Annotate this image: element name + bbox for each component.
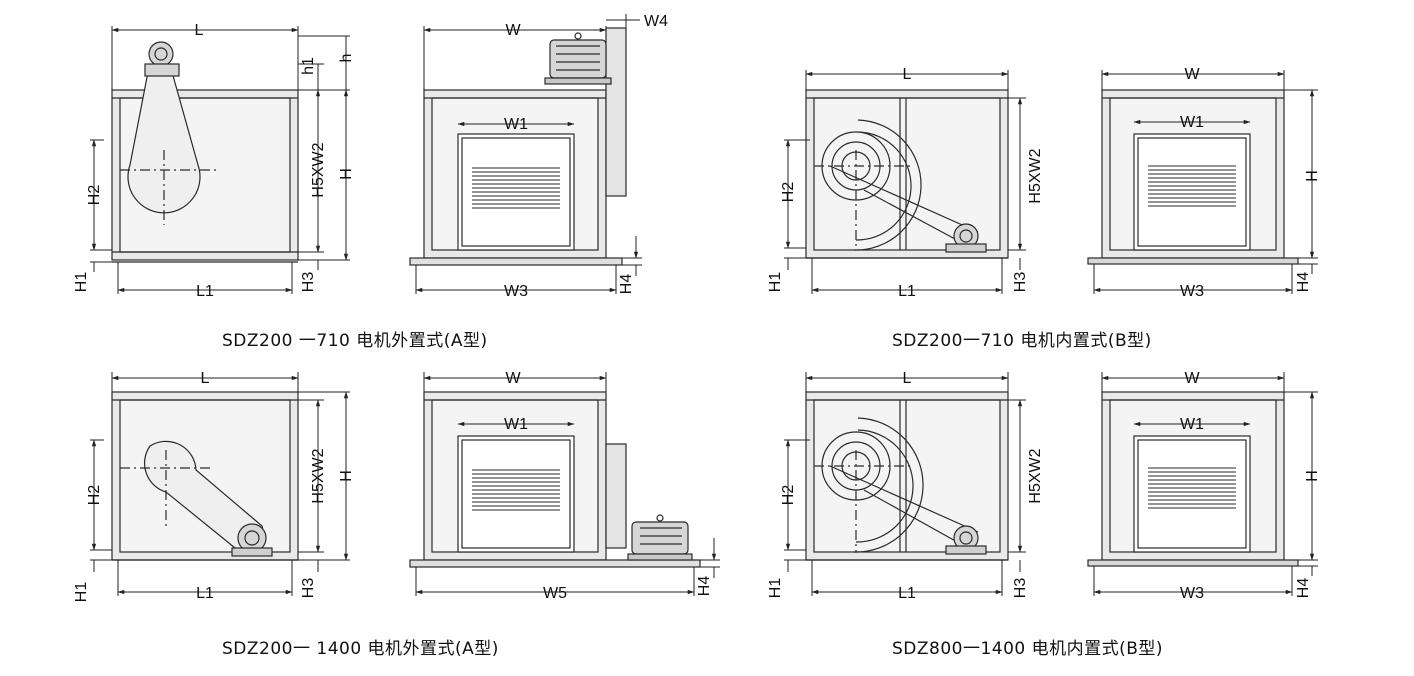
caption-top-right: SDZ200一710 电机内置式(B型) bbox=[892, 331, 1152, 351]
label-W1-br: W1 bbox=[1180, 416, 1204, 433]
label-H1-tl: H1 bbox=[73, 272, 90, 293]
view-tl-front-a710 bbox=[409, 27, 627, 266]
label-W3-br: W3 bbox=[1180, 585, 1204, 602]
label-H4-bl: H4 bbox=[696, 576, 713, 597]
label-W-tl: W bbox=[505, 22, 521, 39]
label-W1-bl: W1 bbox=[504, 416, 528, 433]
label-H-bl: H bbox=[338, 470, 355, 482]
dims-tr-side bbox=[784, 70, 1026, 294]
caption-bottom-left: SDZ200一 1400 电机外置式(A型) bbox=[222, 639, 499, 659]
grille-tl bbox=[472, 167, 560, 209]
label-L1-tl: L1 bbox=[196, 283, 214, 300]
label-h1-tl: h1 bbox=[300, 57, 317, 75]
label-H2-bl: H2 bbox=[86, 485, 103, 506]
dims-br-front bbox=[1093, 372, 1318, 596]
label-L-tr: L bbox=[903, 66, 912, 83]
label-H5XW2-tr: H5XW2 bbox=[1027, 148, 1044, 203]
label-H3-br: H3 bbox=[1012, 578, 1029, 599]
label-L1-br: L1 bbox=[898, 585, 916, 602]
label-H3-tr: H3 bbox=[1012, 272, 1029, 293]
label-H4-br: H4 bbox=[1295, 578, 1312, 599]
dims-br-side bbox=[784, 372, 1026, 596]
label-H-tr: H bbox=[1304, 170, 1321, 182]
dims-tl-front bbox=[415, 14, 642, 294]
dims-bl-side bbox=[90, 372, 350, 596]
dimension-labels: L L1 H2 H1 H3 H5XW2 H h1 h W W4 W1 W3 H4… bbox=[73, 13, 1321, 602]
label-H2-br: H2 bbox=[780, 485, 797, 506]
label-H1-bl: H1 bbox=[73, 582, 90, 603]
label-H-tl: H bbox=[338, 168, 355, 180]
label-H5XW2-br: H5XW2 bbox=[1027, 448, 1044, 503]
label-H3-bl: H3 bbox=[300, 578, 317, 599]
dims-tr-front bbox=[1093, 70, 1318, 294]
label-L1-bl: L1 bbox=[196, 585, 214, 602]
caption-top-left: SDZ200 一710 电机外置式(A型) bbox=[222, 331, 488, 351]
grille-tr bbox=[1148, 165, 1236, 207]
label-W1-tl: W1 bbox=[504, 116, 528, 133]
label-H2-tr: H2 bbox=[780, 182, 797, 203]
label-L-br: L bbox=[903, 370, 912, 387]
label-W3-tl: W3 bbox=[504, 283, 528, 300]
grille-bl bbox=[472, 469, 560, 511]
label-L-tl: L bbox=[195, 22, 204, 39]
view-bl-front-a1400 bbox=[409, 391, 701, 568]
label-H1-br: H1 bbox=[767, 578, 784, 599]
view-tl-side-a710 bbox=[111, 41, 299, 263]
label-H-br: H bbox=[1304, 470, 1321, 482]
label-H3-tl: H3 bbox=[300, 272, 317, 293]
grille-br bbox=[1148, 467, 1236, 509]
label-H1-tr: H1 bbox=[767, 272, 784, 293]
caption-bottom-right: SDZ800一1400 电机内置式(B型) bbox=[892, 639, 1164, 659]
dims-bl-front bbox=[415, 372, 720, 596]
label-H5XW2-tl: H5XW2 bbox=[310, 142, 327, 197]
label-W1-tr: W1 bbox=[1180, 114, 1204, 131]
label-H2-tl: H2 bbox=[86, 185, 103, 206]
label-W4-tl: W4 bbox=[644, 13, 668, 30]
label-L1-tr: L1 bbox=[898, 283, 916, 300]
label-W5-bl: W5 bbox=[543, 585, 567, 602]
label-W3-tr: W3 bbox=[1180, 283, 1204, 300]
label-W-br: W bbox=[1184, 370, 1200, 387]
label-W-tr: W bbox=[1184, 66, 1200, 83]
view-br-side-b1400 bbox=[805, 391, 1009, 561]
label-h-tl: h bbox=[338, 54, 355, 63]
view-tr-side-b710 bbox=[805, 89, 1009, 259]
dims-tl-side bbox=[90, 26, 350, 294]
label-H4-tr: H4 bbox=[1295, 272, 1312, 293]
view-bl-side-a1400 bbox=[111, 391, 299, 561]
label-L-bl: L bbox=[201, 370, 210, 387]
label-H5XW2-bl: H5XW2 bbox=[310, 448, 327, 503]
label-H4-tl: H4 bbox=[618, 274, 635, 295]
label-W-bl: W bbox=[505, 370, 521, 387]
